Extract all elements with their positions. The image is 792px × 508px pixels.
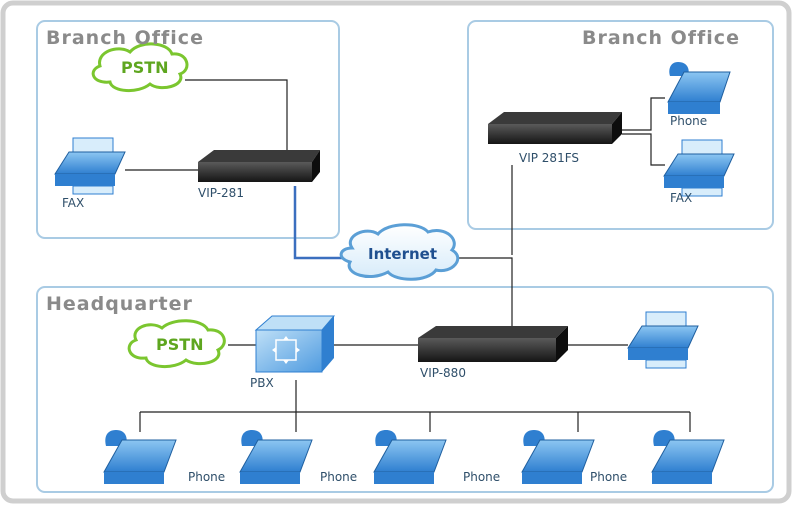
pbx-icon [254,315,336,373]
vip-880-label: VIP-880 [420,366,466,380]
fax-right-icon [663,139,735,197]
branch-office-right-panel [467,20,774,230]
connection-lines [125,79,691,432]
headquarter-panel [36,286,774,493]
hq-phone-3-icon [373,430,447,484]
pstn-branch-label: PSTN [121,58,169,77]
hq-phone-1-label: Phone [188,470,226,484]
internet-label: Internet [368,245,438,263]
vip-281-router-icon [198,150,320,182]
branch-office-left-panel [36,20,340,239]
phone-right-icon [667,62,731,114]
phone-right-label: Phone [670,114,708,128]
hq-phone-2-label: Phone [320,470,358,484]
fax-right-label: FAX [670,191,693,205]
vip-281fs-router-icon [488,112,622,144]
branch-office-left-title: Branch Office [46,27,204,49]
hq-phone-4-label: Phone [590,470,628,484]
vip-281fs-label: VIP 281FS [519,151,580,165]
fax-hq-icon [627,311,699,369]
fax-left-icon [54,137,126,195]
vip-880-router-icon [418,326,568,362]
vip-281-label: VIP-281 [198,186,244,200]
pbx-label: PBX [250,376,274,390]
pstn-hq-label: PSTN [156,335,204,354]
fax-left-label: FAX [62,196,85,210]
hq-phone-3-label: Phone [463,470,501,484]
internet-link-vip281 [293,186,350,260]
hq-phone-4-icon [521,430,595,484]
hq-phone-2-icon [239,430,313,484]
headquarter-title: Headquarter [46,293,193,315]
hq-phone-5-icon [651,430,725,484]
hq-phone-1-icon [103,430,177,484]
internet-cloud [339,223,460,281]
pstn-cloud-branch [91,42,189,92]
pstn-cloud-hq [127,319,226,368]
branch-office-right-title: Branch Office [582,27,740,49]
